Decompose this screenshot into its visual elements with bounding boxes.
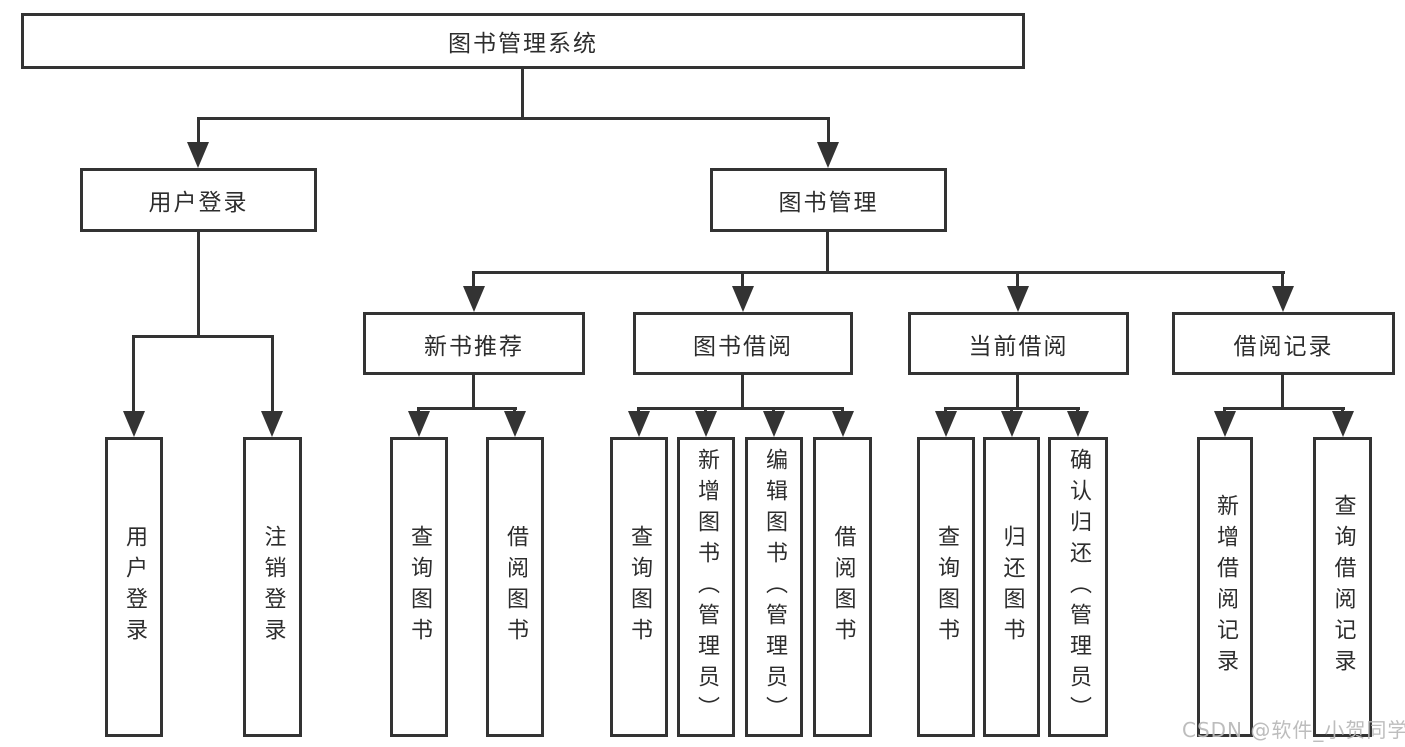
leaf-query-borrow-record: 查询借阅记录	[1313, 437, 1372, 737]
node-borrow-records-label: 借阅记录	[1233, 333, 1334, 360]
connector-book-management-shaft	[827, 117, 830, 145]
leaf-borrow-book-1-label: 借阅图书	[503, 525, 528, 649]
leaf-query-book-3-label: 查询图书	[934, 525, 959, 649]
arrow-down-icon	[832, 411, 854, 437]
connector-user-login-stem	[197, 232, 200, 338]
connector-book-borrow-crossbar	[637, 407, 844, 410]
connector-leaf-user-login-shaft	[132, 335, 135, 413]
arrow-down-icon	[628, 411, 650, 437]
leaf-user-login-label: 用户登录	[122, 525, 147, 649]
arrow-down-icon	[187, 142, 209, 168]
node-book-borrow: 图书借阅	[633, 312, 853, 375]
connector-borrow-records-shaft	[1281, 271, 1284, 289]
leaf-query-book-2-label: 查询图书	[627, 525, 652, 649]
connector-book-borrow-shaft	[741, 271, 744, 289]
connector-book-borrow-stem	[741, 375, 744, 409]
leaf-borrow-book-2-label: 借阅图书	[830, 525, 856, 649]
leaf-add-book: 新增图书（管理员）	[677, 437, 735, 737]
leaf-query-borrow-record-label: 查询借阅记录	[1330, 494, 1356, 680]
arrow-down-icon	[261, 411, 283, 437]
leaf-confirm-return-label: 确认归还（管理员）	[1066, 447, 1091, 727]
connector-current-borrow-stem	[1016, 375, 1019, 409]
connector-borrow-records-stem	[1281, 375, 1284, 409]
node-root: 图书管理系统	[21, 13, 1025, 69]
leaf-user-login: 用户登录	[105, 437, 163, 737]
leaf-return-book-label: 归还图书	[999, 525, 1025, 649]
node-new-book-recommend-label: 新书推荐	[424, 333, 524, 360]
node-book-management-label: 图书管理	[778, 190, 879, 216]
connector-current-borrow-shaft	[1016, 271, 1019, 289]
arrow-down-icon	[408, 411, 430, 437]
leaf-query-book-1-label: 查询图书	[407, 525, 432, 649]
leaf-add-borrow-record-label: 新增借阅记录	[1213, 494, 1238, 680]
connector-new-book-stem	[472, 375, 475, 409]
arrow-down-icon	[504, 411, 526, 437]
node-current-borrow-label: 当前借阅	[968, 333, 1069, 360]
leaf-query-book-3: 查询图书	[917, 437, 975, 737]
arrow-down-icon	[123, 411, 145, 437]
node-current-borrow: 当前借阅	[908, 312, 1129, 375]
connector-leaf-logout-shaft	[271, 335, 274, 413]
node-user-login: 用户登录	[80, 168, 317, 232]
arrow-down-icon	[1332, 411, 1354, 437]
arrow-down-icon	[1067, 411, 1089, 437]
node-book-management: 图书管理	[710, 168, 947, 232]
csdn-watermark: CSDN @软件_小贺同学	[1182, 718, 1405, 742]
arrow-down-icon	[732, 286, 754, 312]
connector-new-book-crossbar	[417, 407, 517, 410]
arrow-down-icon	[695, 411, 717, 437]
leaf-add-borrow-record: 新增借阅记录	[1197, 437, 1253, 737]
connector-borrow-records-crossbar	[1223, 407, 1345, 410]
leaf-confirm-return: 确认归还（管理员）	[1048, 437, 1108, 737]
arrow-down-icon	[1001, 411, 1023, 437]
arrow-down-icon	[1272, 286, 1294, 312]
connector-book-management-stem	[826, 232, 829, 273]
arrow-down-icon	[463, 286, 485, 312]
node-new-book-recommend: 新书推荐	[363, 312, 585, 375]
leaf-logout: 注销登录	[243, 437, 302, 737]
leaf-borrow-book-1: 借阅图书	[486, 437, 544, 737]
leaf-edit-book-label: 编辑图书（管理员）	[762, 447, 787, 727]
connector-book-management-crossbar	[472, 271, 1285, 274]
node-borrow-records: 借阅记录	[1172, 312, 1395, 375]
arrow-down-icon	[817, 142, 839, 168]
node-user-login-label: 用户登录	[148, 190, 249, 216]
leaf-logout-label: 注销登录	[260, 525, 286, 649]
connector-new-book-shaft	[472, 271, 475, 289]
arrow-down-icon	[1007, 286, 1029, 312]
connector-user-login-shaft	[197, 117, 200, 145]
arrow-down-icon	[1214, 411, 1236, 437]
connector-user-login-crossbar	[132, 335, 274, 338]
leaf-edit-book: 编辑图书（管理员）	[745, 437, 803, 737]
node-book-borrow-label: 图书借阅	[693, 333, 793, 360]
leaf-add-book-label: 新增图书（管理员）	[694, 447, 719, 727]
leaf-query-book-2: 查询图书	[610, 437, 668, 737]
arrow-down-icon	[935, 411, 957, 437]
leaf-borrow-book-2: 借阅图书	[813, 437, 872, 737]
node-root-label: 图书管理系统	[448, 31, 598, 57]
leaf-query-book-1: 查询图书	[390, 437, 448, 737]
connector-root-crossbar	[197, 117, 830, 120]
connector-root-stem	[521, 69, 524, 118]
arrow-down-icon	[763, 411, 785, 437]
leaf-return-book: 归还图书	[983, 437, 1040, 737]
